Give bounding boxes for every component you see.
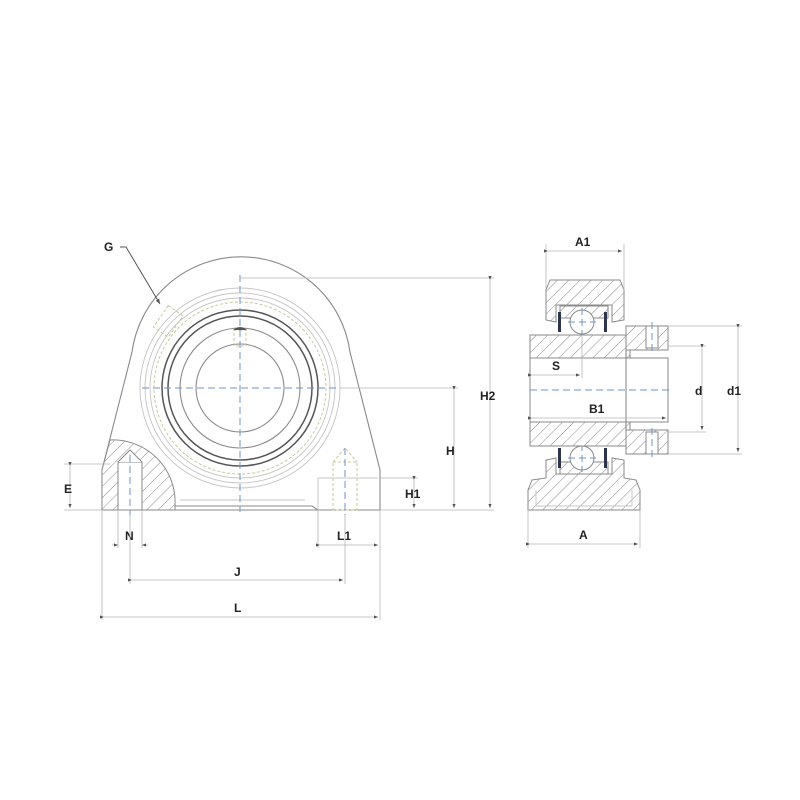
label-h: H [446, 444, 455, 458]
side-view: A1 S B1 d d1 A [526, 235, 742, 548]
seal-bottom-right [604, 448, 607, 468]
housing-top-section [545, 279, 625, 323]
label-a1: A1 [575, 235, 591, 249]
label-e: E [64, 482, 72, 496]
label-s: S [552, 359, 560, 373]
label-n: N [125, 529, 134, 543]
bolt-hole-right-tip [332, 447, 358, 463]
label-a: A [579, 528, 588, 542]
set-screw-head [233, 327, 247, 330]
inner-ring-bottom [529, 421, 631, 447]
label-g: G [104, 240, 113, 254]
right-foot-step [317, 477, 378, 510]
seal-top-right [604, 312, 607, 332]
grease-nipple [152, 304, 184, 338]
base-recess [164, 505, 319, 511]
label-l: L [234, 601, 241, 615]
seal-top-left [558, 312, 561, 332]
label-h1: H1 [405, 487, 421, 501]
label-b1: B1 [589, 402, 605, 416]
label-d1: d1 [727, 384, 741, 398]
inner-ring-top [529, 334, 631, 359]
front-view: G E H2 H H1 N L1 J [64, 240, 496, 620]
label-l1: L1 [337, 529, 351, 543]
g-leader [120, 246, 161, 305]
seal-bottom-left [558, 448, 561, 468]
foot-recess [535, 490, 633, 507]
label-h2: H2 [480, 389, 496, 403]
label-d: d [695, 384, 702, 398]
label-j: J [234, 565, 241, 579]
ring-thread [153, 301, 327, 475]
housing-outline [101, 256, 381, 511]
